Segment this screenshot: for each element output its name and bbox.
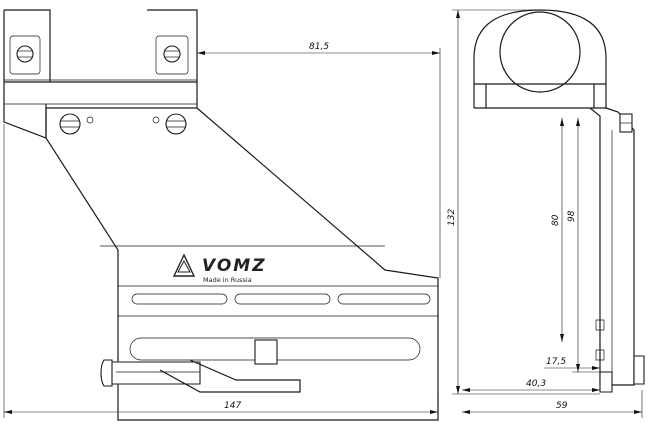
dimension-81-5 (197, 48, 441, 278)
dimension-132 (452, 9, 600, 395)
front-view (3, 9, 439, 421)
dimension-label-98: 98 (567, 210, 577, 222)
screw-mid-left-icon (59, 113, 94, 135)
dimension-59 (462, 390, 643, 418)
vomz-triangle-logo-icon (172, 253, 196, 277)
screw-mid-right-icon (152, 113, 187, 135)
dimension-80 (560, 118, 564, 342)
dimension-98 (572, 118, 600, 373)
dimension-label-80: 80 (551, 214, 561, 226)
dimension-40-3 (462, 388, 600, 392)
brand-subtitle: Made in Russia (203, 276, 252, 284)
side-view (473, 9, 645, 393)
dimension-label-132: 132 (447, 209, 457, 226)
screw-top-right-icon (163, 45, 181, 63)
dimension-label-147: 147 (224, 401, 241, 411)
dimension-17-5 (544, 366, 600, 370)
dimension-label-59: 59 (556, 401, 568, 411)
dimension-label-40-3: 40,3 (526, 379, 546, 389)
brand-logo-text: VOMZ (202, 256, 267, 276)
dimension-label-81-5: 81,5 (309, 42, 329, 52)
dimension-label-17-5: 17,5 (546, 357, 566, 367)
dimension-147 (3, 124, 439, 418)
screw-top-left-icon (16, 45, 34, 63)
